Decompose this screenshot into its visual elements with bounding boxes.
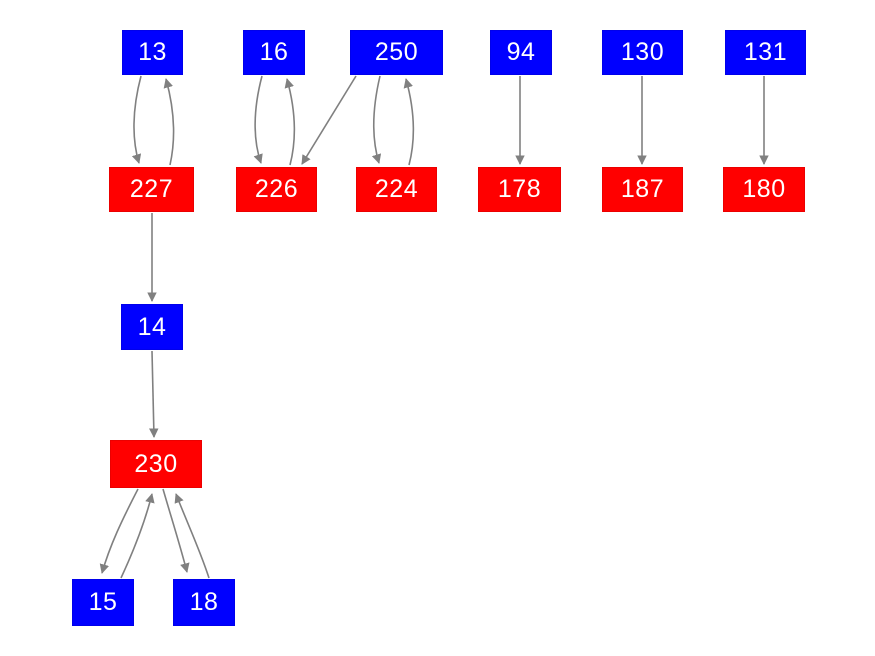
node-label: 13: [138, 38, 167, 66]
edge-230-to-18: [162, 488, 190, 573]
edge-230-to-15: [99, 488, 139, 574]
node-label: 16: [259, 38, 289, 66]
edge-226-to-16: [284, 78, 296, 166]
node-label: 180: [742, 175, 786, 203]
node-label: 224: [374, 175, 419, 203]
node-label: 14: [137, 312, 167, 341]
edge-16-to-226: [253, 75, 263, 164]
graph-node-15[interactable]: 15: [72, 579, 134, 626]
node-label: 18: [189, 588, 219, 616]
node-label: 131: [743, 38, 788, 66]
graph-node-230[interactable]: 230: [110, 440, 202, 488]
graph-node-178[interactable]: 178: [478, 167, 561, 212]
graph-node-224[interactable]: 224: [356, 167, 437, 212]
edge-250-to-224: [371, 75, 382, 164]
graph-node-187[interactable]: 187: [602, 167, 683, 212]
node-label: 15: [88, 588, 118, 616]
edge-224-to-250: [403, 78, 415, 166]
graph-node-131[interactable]: 131: [725, 30, 806, 75]
node-label: 178: [497, 175, 542, 203]
graph-node-226[interactable]: 226: [236, 167, 317, 212]
node-label: 94: [506, 38, 536, 66]
node-label: 227: [129, 175, 174, 203]
edge-13-to-227: [131, 75, 142, 164]
graph-node-227[interactable]: 227: [109, 167, 194, 212]
graph-node-130[interactable]: 130: [602, 30, 683, 75]
node-label: 187: [620, 175, 665, 203]
edge-227-to-13: [163, 78, 175, 166]
graph-node-18[interactable]: 18: [173, 579, 235, 626]
edge-18-to-230: [174, 493, 210, 579]
edge-15-to-230: [120, 493, 155, 579]
graph-node-14[interactable]: 14: [121, 304, 183, 350]
graph-node-13[interactable]: 13: [122, 30, 183, 75]
node-label: 230: [134, 449, 178, 478]
graph-node-94[interactable]: 94: [490, 30, 552, 75]
node-label: 130: [620, 38, 665, 66]
graph-node-180[interactable]: 180: [723, 167, 805, 212]
edge-250-to-226: [301, 75, 357, 165]
edge-14-to-230: [149, 350, 159, 438]
graph-node-16[interactable]: 16: [243, 30, 305, 75]
node-label: 226: [254, 175, 299, 203]
node-label: 250: [374, 38, 419, 66]
graph-node-250[interactable]: 250: [350, 30, 443, 75]
